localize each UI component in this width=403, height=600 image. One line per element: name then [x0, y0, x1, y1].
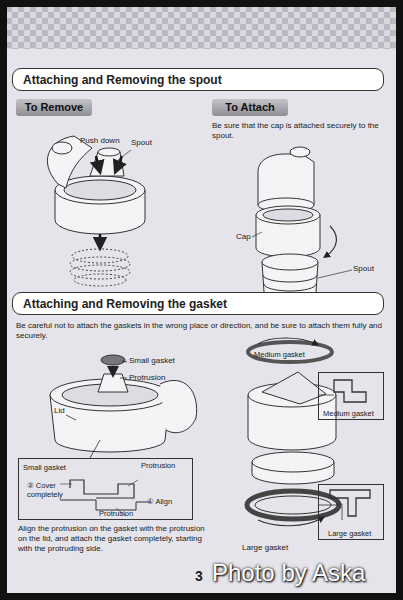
checkered-strip	[7, 7, 396, 49]
part-label: Small gasket	[23, 463, 66, 472]
leader-lines	[118, 150, 131, 160]
instruction-text: Be sure that the cap is attached securel…	[212, 121, 387, 141]
subheading-tab: To Remove	[16, 99, 92, 116]
gasket-exploded-drawing	[247, 342, 339, 519]
lid-gasket-drawing	[50, 355, 197, 452]
subheading: To Remove	[16, 101, 92, 113]
leader-lines	[258, 338, 339, 526]
push-arrows	[96, 156, 122, 244]
part-label: Lid	[54, 406, 65, 416]
watermark: Photo by Aska	[212, 560, 365, 586]
leader-lines	[66, 361, 127, 458]
leader-lines	[252, 226, 352, 278]
detail-inset: Small gasketProtrusion② Cover completely…	[18, 458, 193, 520]
instruction-text: Be careful not to attach the gaskets in …	[16, 321, 386, 341]
page-number: 3	[195, 568, 203, 584]
part-label: Spout	[353, 264, 374, 274]
part-label: Medium gasket	[254, 350, 305, 360]
part-label: Protrusion	[141, 461, 175, 470]
section-heading: Attaching and Removing the gasket	[23, 297, 227, 311]
subheading-tab: To Attach	[212, 99, 288, 116]
part-label: Large gasket	[242, 543, 288, 553]
paper	[7, 7, 396, 593]
part-label: Large gasket	[328, 529, 371, 538]
part-label: Protrusion	[99, 509, 133, 518]
part-label: ① Align	[147, 497, 172, 506]
part-label: Cap	[236, 232, 251, 242]
part-label: Protrusion	[129, 373, 165, 383]
cap-spout-drawing	[256, 147, 320, 300]
gasket-profile	[330, 380, 370, 520]
part-label: Spout	[131, 138, 152, 148]
instruction-text: Align the protrusion on the gasket with …	[18, 524, 206, 554]
detail-inset: Medium gasket	[318, 372, 384, 420]
spout-dashed	[70, 249, 130, 286]
part-label: Push down	[80, 136, 120, 146]
detail-inset: Large gasket	[318, 484, 384, 540]
part-label: Medium gasket	[323, 409, 374, 418]
subheading: To Attach	[212, 101, 288, 113]
lid-remove-drawing	[47, 136, 145, 234]
section-heading: Attaching and Removing the spout	[23, 73, 222, 87]
section-heading-bar: Attaching and Removing the gasket	[12, 292, 384, 315]
part-label: Small gasket	[129, 356, 175, 366]
part-label: ② Cover completely	[27, 481, 75, 499]
section-heading-bar: Attaching and Removing the spout	[12, 68, 384, 91]
